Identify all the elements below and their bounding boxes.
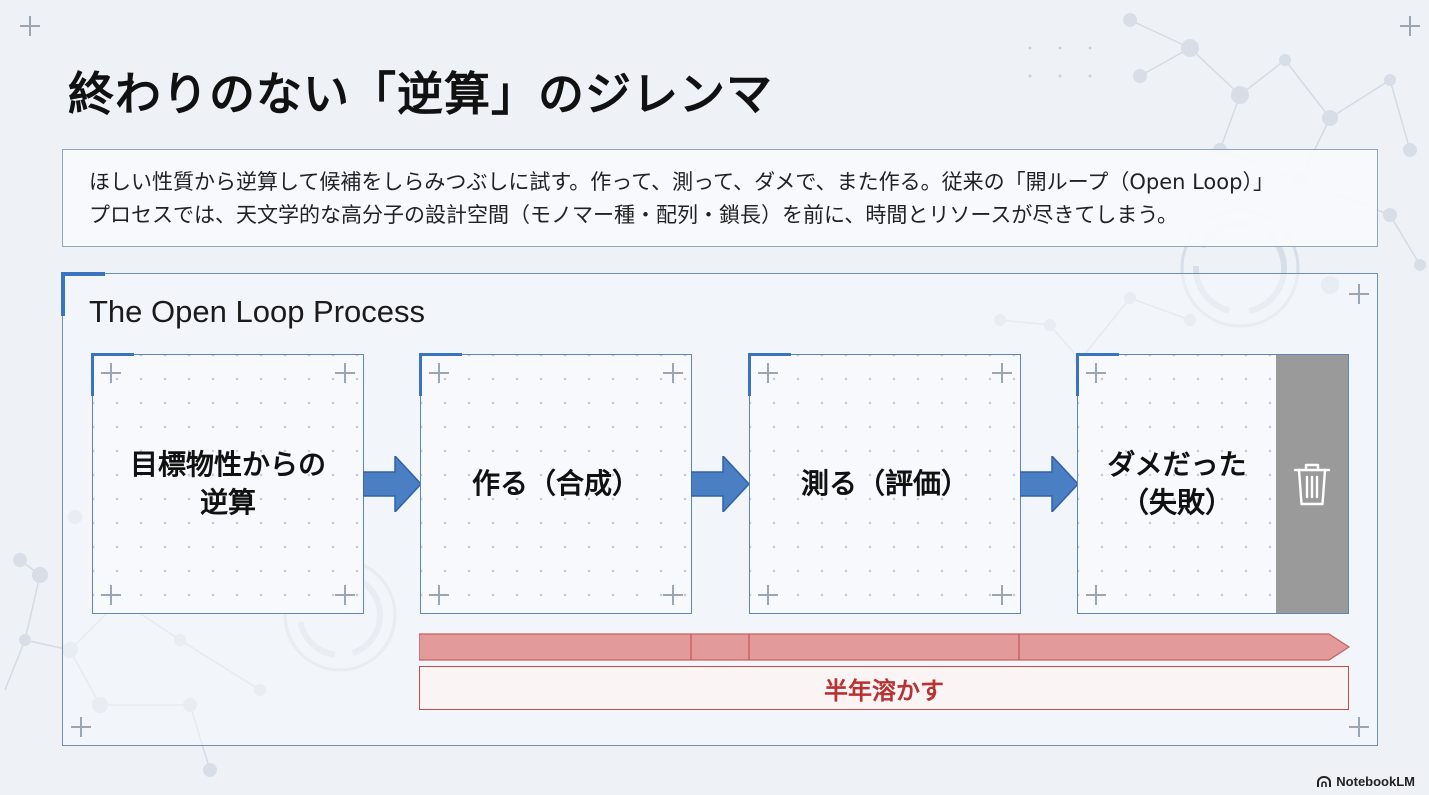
step-corner-accent [419,353,462,396]
step-crosshair [335,585,355,605]
corner-crosshair-top-right [1400,16,1420,36]
step-crosshair [429,363,449,383]
step-crosshair [663,363,683,383]
step-crosshair [1086,363,1106,383]
step-corner-accent [1076,353,1119,396]
step-crosshair [992,585,1012,605]
step-failure: ダメだった （失敗） [1076,353,1349,614]
step-crosshair [335,363,355,383]
arrow-right-icon [363,456,421,512]
step-crosshair [758,363,778,383]
description-box: ほしい性質から逆算して候補をしらみつぶしに試す。作って、測って、ダメで、また作る… [62,149,1378,247]
step-label: 作る（合成） [471,467,640,500]
watermark: NotebookLM [1317,774,1415,789]
page-title: 終わりのない「逆算」のジレンマ [68,67,773,121]
panel-title: The Open Loop Process [89,294,426,329]
step-label-container: 作る（合成） [421,355,691,613]
step-corner-accent [748,353,791,396]
open-loop-panel: The Open Loop Process 目標物性からの 逆算 作る（合成） … [61,272,1378,746]
arrow-right-icon [691,456,749,512]
step-crosshair [992,363,1012,383]
corner-crosshair-top-left [20,16,40,36]
arrow-right-icon [1020,456,1078,512]
timeline-label-box: 半年溶かす [419,666,1349,710]
step-label-container: 目標物性からの 逆算 [93,355,363,613]
step-crosshair [101,363,121,383]
step-synthesize: 作る（合成） [419,353,692,614]
notebooklm-logo-icon [1317,775,1332,787]
step-crosshair [663,585,683,605]
timeline-bar [419,633,1351,661]
timeline-label: 半年溶かす [824,676,944,705]
step-label: 目標物性からの 逆算 [129,448,326,519]
panel-crosshair-top-right [1349,284,1369,304]
trash-icon [1293,463,1331,506]
step-label: ダメだった （失敗） [1107,448,1247,519]
step-label-container: ダメだった （失敗） [1078,355,1276,613]
step-crosshair [1086,585,1106,605]
step-measure: 測る（評価） [748,353,1021,614]
panel-crosshair-bottom-left [71,717,91,737]
trash-strip [1276,355,1348,613]
step-corner-accent [91,353,134,396]
description-line-2: プロセスでは、天文学的な高分子の設計空間（モノマー種・配列・鎖長）を前に、時間と… [89,203,1179,227]
step-crosshair [101,585,121,605]
description-line-1: ほしい性質から逆算して候補をしらみつぶしに試す。作って、測って、ダメで、また作る… [89,170,1274,194]
step-reverse-calculation: 目標物性からの 逆算 [91,353,364,614]
step-crosshair [758,585,778,605]
watermark-text: NotebookLM [1336,774,1415,789]
step-crosshair [429,585,449,605]
step-label-container: 測る（評価） [750,355,1020,613]
step-label: 測る（評価） [800,467,969,500]
panel-corner-accent [61,272,105,316]
panel-crosshair-bottom-right [1349,717,1369,737]
